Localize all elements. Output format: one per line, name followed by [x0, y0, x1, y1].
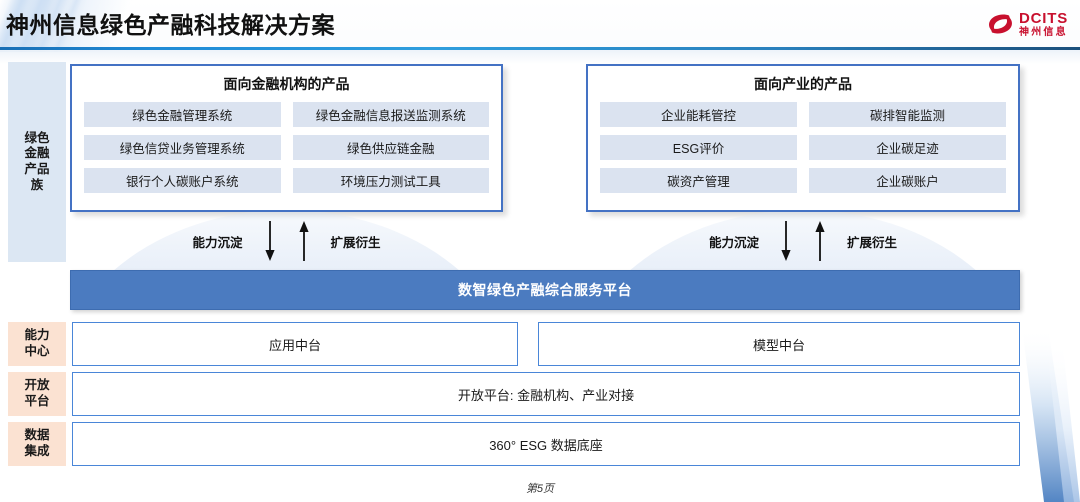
label-line: 金融: [24, 146, 50, 161]
sidebar-item-data-integration-label: 数据 集成: [24, 428, 49, 459]
box-model-middle-platform[interactable]: 模型中台: [538, 322, 1020, 366]
sidebar-item-data-integration[interactable]: 数据 集成: [8, 422, 66, 466]
panel-financial-institution-products: 面向金融机构的产品 绿色金融管理系统 绿色金融信息报送监测系统 绿色信贷业务管理…: [70, 64, 503, 212]
sidebar-item-open-platform[interactable]: 开放 平台: [8, 372, 66, 416]
panel-item-grid: 绿色金融管理系统 绿色金融信息报送监测系统 绿色信贷业务管理系统 绿色供应链金融…: [72, 102, 501, 193]
box-application-middle-platform[interactable]: 应用中台: [72, 322, 518, 366]
label-line: 开放: [24, 378, 50, 393]
flow-region-right: 能力沉淀 扩展衍生: [586, 212, 1020, 270]
brand-logo-cn: 神州信息: [1019, 26, 1068, 38]
sidebar-item-open-platform-label: 开放 平台: [24, 378, 49, 409]
product-chip[interactable]: 银行个人碳账户系统: [84, 168, 281, 193]
sidebar-item-product-family-label: 绿色 金融 产品 族: [24, 131, 49, 194]
box-open-platform[interactable]: 开放平台: 金融机构、产业对接: [72, 372, 1020, 416]
product-chip[interactable]: 绿色金融信息报送监测系统: [292, 102, 489, 127]
label-line: 平台: [24, 394, 50, 408]
brand-logo: DCITS 神州信息: [987, 8, 1068, 40]
product-chip[interactable]: 企业碳足迹: [809, 135, 1006, 160]
label-line: 绿色: [24, 130, 50, 145]
label-line: 能力: [24, 328, 50, 343]
product-chip[interactable]: 碳资产管理: [600, 168, 797, 193]
flow-labels-left: 能力沉淀 扩展衍生: [70, 212, 503, 270]
sidebar-item-product-family[interactable]: 绿色 金融 产品 族: [8, 62, 66, 262]
flow-label-down: 能力沉淀: [192, 235, 243, 250]
header-glow-decoration: [0, 50, 1080, 64]
flow-labels-right: 能力沉淀 扩展衍生: [586, 212, 1020, 270]
flow-region-left: 能力沉淀 扩展衍生: [70, 212, 503, 270]
label-line: 产品: [24, 162, 50, 176]
platform-bar[interactable]: 数智绿色产融综合服务平台: [70, 270, 1020, 310]
page-title: 神州信息绿色产融科技解决方案: [6, 12, 335, 38]
label-line: 集成: [24, 444, 50, 458]
brand-logo-en: DCITS: [1019, 9, 1068, 27]
product-chip[interactable]: 绿色金融管理系统: [84, 102, 281, 127]
brand-logo-text: DCITS 神州信息: [1019, 11, 1068, 38]
product-chip[interactable]: ESG评价: [600, 135, 797, 160]
label-line: 数据: [24, 428, 50, 443]
flow-label-up: 扩展衍生: [330, 235, 381, 250]
diagram-canvas: 绿色 金融 产品 族 能力 中心 开放 平台 数据 集成 面向金融机构的产品 绿…: [0, 52, 1080, 502]
arrow-down-icon: [781, 221, 791, 261]
label-line: 族: [30, 177, 44, 192]
flow-label-up: 扩展衍生: [847, 235, 898, 250]
arrow-up-icon: [815, 221, 825, 261]
sidebar-item-capability-center-label: 能力 中心: [24, 328, 49, 359]
panel-industry-products: 面向产业的产品 企业能耗管控 碳排智能监测 ESG评价 企业碳足迹 碳资产管理 …: [586, 64, 1020, 212]
flow-label-down: 能力沉淀: [708, 235, 759, 250]
product-chip[interactable]: 环境压力测试工具: [292, 168, 489, 193]
product-chip[interactable]: 碳排智能监测: [809, 102, 1006, 127]
box-data-foundation[interactable]: 360° ESG 数据底座: [72, 422, 1020, 466]
slide-header: 神州信息绿色产融科技解决方案 DCITS 神州信息: [0, 0, 1080, 52]
title-divider: [0, 47, 1080, 50]
arrow-down-icon: [264, 221, 275, 261]
product-chip[interactable]: 绿色信贷业务管理系统: [84, 135, 281, 160]
arrow-up-icon: [298, 221, 309, 261]
product-chip[interactable]: 企业碳账户: [809, 168, 1006, 193]
page-number: 第5页: [525, 483, 555, 495]
panel-item-grid: 企业能耗管控 碳排智能监测 ESG评价 企业碳足迹 碳资产管理 企业碳账户: [588, 102, 1018, 193]
sidebar-item-capability-center[interactable]: 能力 中心: [8, 322, 66, 366]
product-chip[interactable]: 企业能耗管控: [600, 102, 797, 127]
swoosh-icon: [989, 14, 1012, 34]
label-line: 中心: [24, 344, 50, 358]
panel-title: 面向金融机构的产品: [223, 76, 350, 92]
panel-title: 面向产业的产品: [754, 76, 852, 92]
product-chip[interactable]: 绿色供应链金融: [292, 135, 489, 160]
